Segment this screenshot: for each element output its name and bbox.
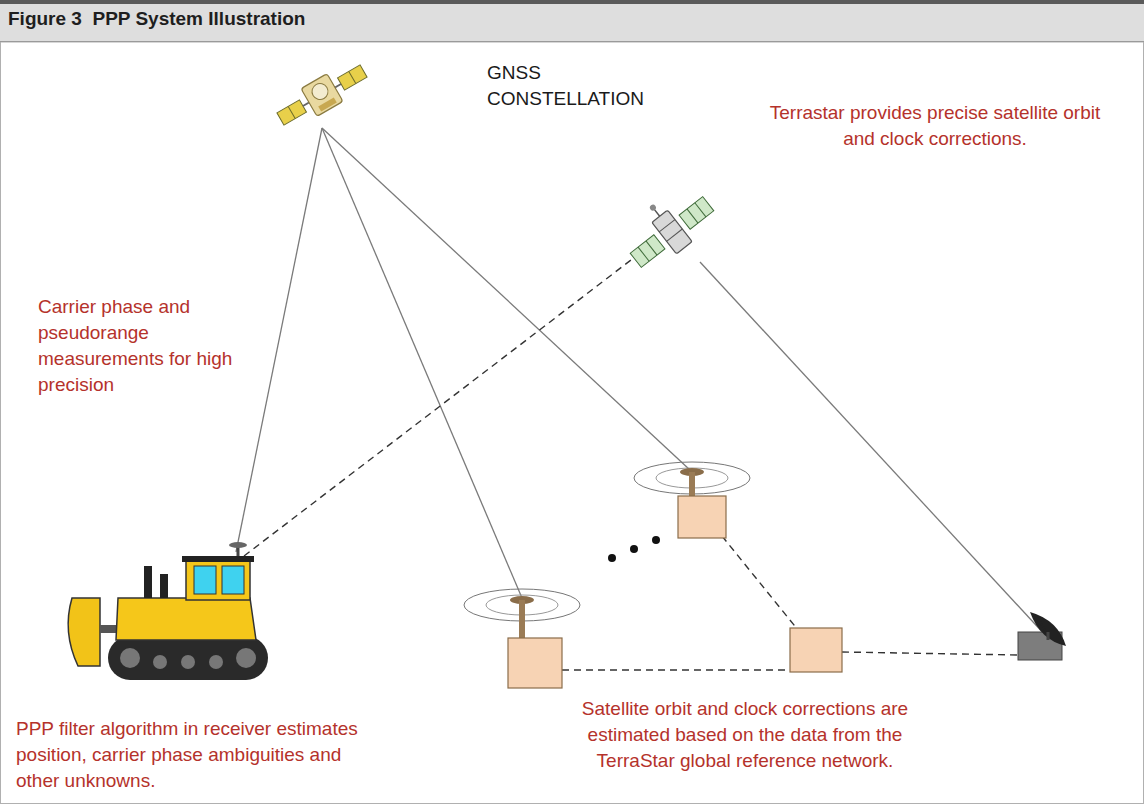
signal-line <box>322 128 522 598</box>
network-link <box>842 652 1018 655</box>
measurement-note: Carrier phase and pseudorange measuremen… <box>38 294 243 398</box>
reference-station <box>634 462 750 538</box>
signal-lines <box>236 128 1046 636</box>
ellipsis-dots <box>608 536 660 562</box>
signal-line <box>236 128 322 552</box>
uplink-line <box>700 262 1046 636</box>
frame <box>1 42 1144 804</box>
reference-station <box>464 589 580 688</box>
correction-link <box>244 247 648 556</box>
network-link <box>722 536 798 630</box>
figure-title: Figure 3 PPP System Illustration <box>8 8 305 30</box>
dashed-links <box>244 247 1018 670</box>
network-link <box>562 669 790 670</box>
constellation-label: GNSS CONSTELLATION <box>487 60 622 112</box>
network-hub <box>790 628 842 672</box>
bulldozer <box>68 542 268 680</box>
signal-line <box>322 128 690 470</box>
correction-note: Terrastar provides precise satellite orb… <box>760 100 1110 152</box>
correction-satellite <box>615 177 721 276</box>
network-note: Satellite orbit and clock corrections ar… <box>560 696 930 774</box>
gnss-satellite <box>272 57 371 133</box>
receiver-note: PPP filter algorithm in receiver estimat… <box>16 716 386 794</box>
uplink-dish <box>1018 612 1066 660</box>
